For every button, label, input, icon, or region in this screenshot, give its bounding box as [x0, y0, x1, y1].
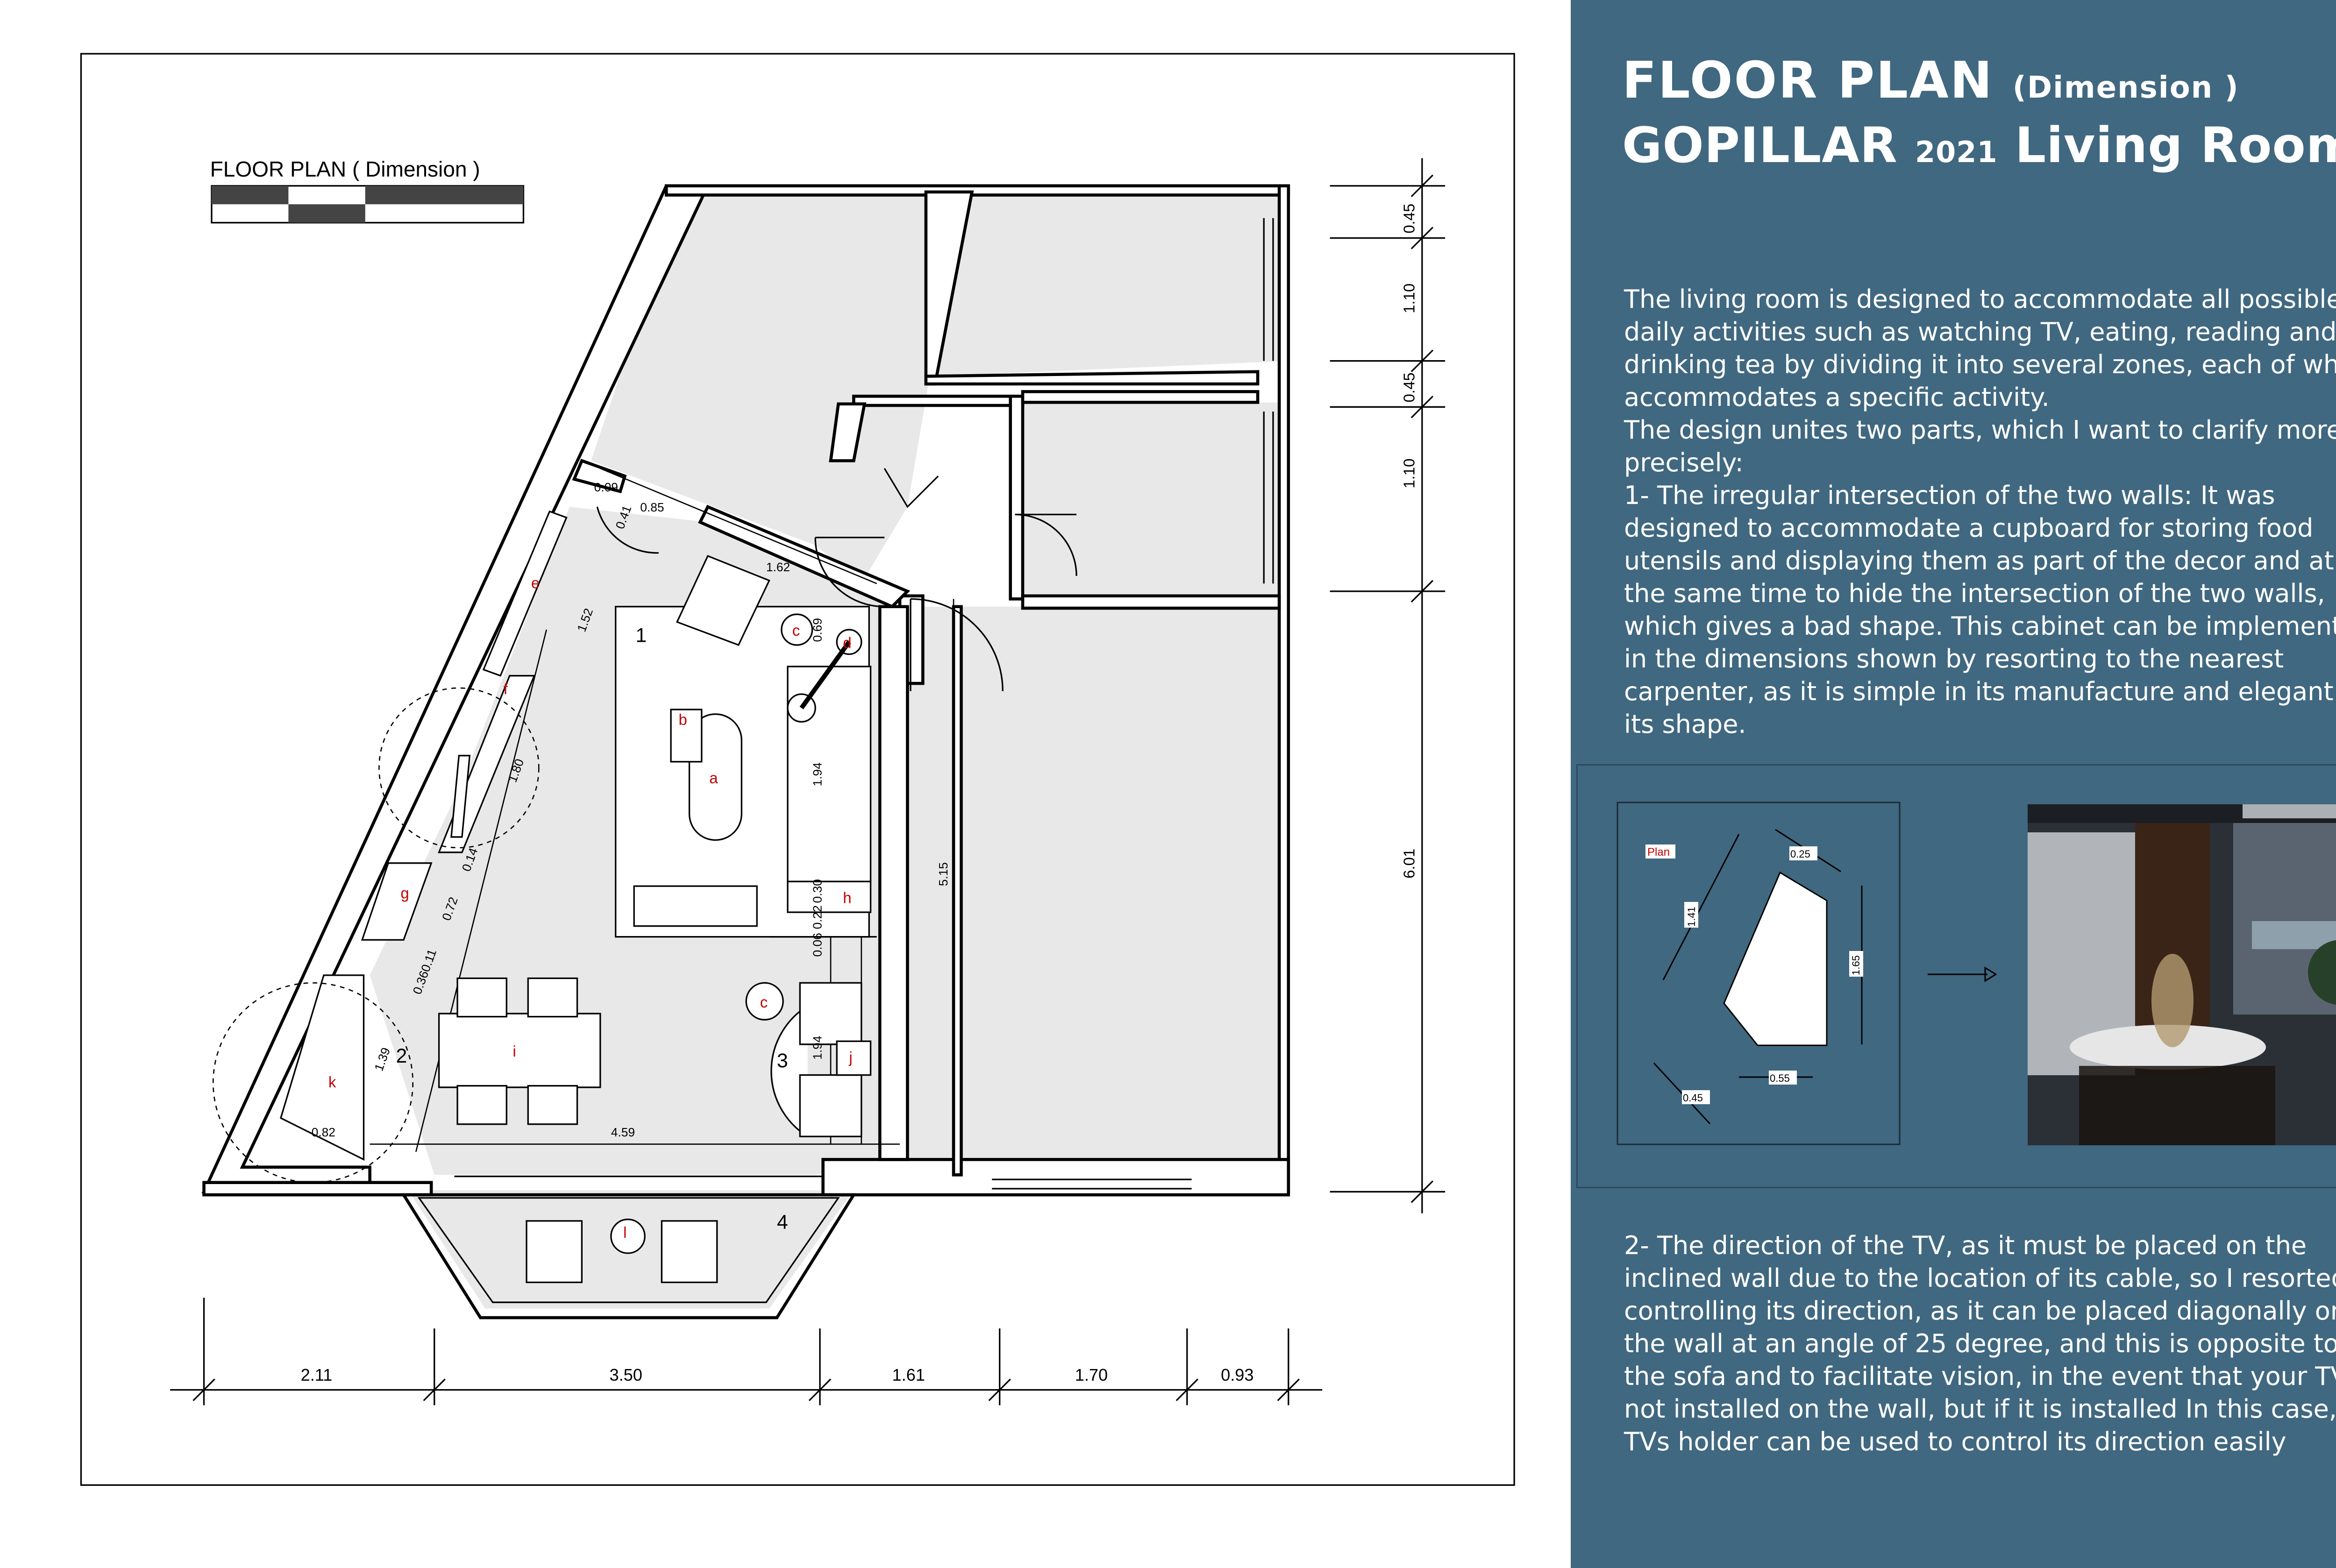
dim-030: 0.30: [810, 879, 824, 903]
room-name: Living Room: [2015, 117, 2336, 174]
paragraph-tv: 2- The direction of the TV, as it must b…: [1624, 1231, 2336, 1456]
zone-label-1: 1: [635, 624, 647, 646]
dim-bottom-211: 2.11: [301, 1365, 333, 1384]
dim-082: 0.82: [312, 1125, 335, 1139]
furniture-label-d: d: [843, 634, 851, 652]
dim-right-110a: 1.10: [1400, 284, 1417, 313]
furniture-label-c2: c: [760, 993, 768, 1011]
arrow-icon: [1928, 966, 1997, 982]
paragraph-design: The design unites two parts, which I wan…: [1624, 415, 2336, 477]
furniture-label-e: e: [531, 574, 540, 591]
floor-plan-drawing: FLOOR PLAN ( Dimension ): [80, 53, 1515, 1486]
dim-bottom-093: 0.93: [1221, 1365, 1253, 1384]
furniture-label-b: b: [678, 711, 687, 728]
furniture-label-k: k: [328, 1073, 336, 1091]
page-title: FLOOR PLAN (Dimension ): [1622, 51, 2239, 110]
title-sub: (Dimension ): [2012, 71, 2239, 105]
project-year: 2021: [1915, 135, 1998, 169]
cabinet-dim-141: 1.41: [1686, 907, 1697, 927]
dim-bottom-161: 1.61: [892, 1365, 925, 1384]
dim-bottom-170: 1.70: [1075, 1365, 1108, 1384]
cabinet-dim-025: 0.25: [1790, 848, 1810, 860]
doors: [596, 468, 1077, 691]
dim-069: 0.69: [810, 618, 824, 642]
paragraph-intro: The living room is designed to accommoda…: [1624, 284, 2336, 412]
dim-162: 1.62: [766, 560, 790, 574]
zone-label-4: 4: [777, 1211, 788, 1233]
windows: [454, 218, 1274, 1190]
paragraph-cabinet: 1- The irregular intersection of the two…: [1624, 481, 2336, 739]
furniture-label-g: g: [400, 884, 409, 901]
dim-right-045a: 0.45: [1400, 204, 1417, 234]
title-main: FLOOR PLAN: [1622, 51, 1994, 110]
furniture-label-l: l: [623, 1224, 627, 1241]
furniture-label-h: h: [843, 889, 851, 906]
scale-bar: [211, 185, 525, 224]
dim-right-045b: 0.45: [1400, 372, 1417, 402]
interior-render-illustration: [2028, 804, 2336, 1145]
bottom-dimension-chain: [170, 1298, 1323, 1405]
dim-bottom-350: 3.50: [610, 1365, 642, 1384]
furniture-label-c1: c: [792, 622, 800, 639]
plan-title: FLOOR PLAN ( Dimension ): [210, 157, 480, 181]
cabinet-dim-055: 0.55: [1770, 1072, 1790, 1084]
tv-zones: [212, 687, 540, 1184]
dim-194a: 1.94: [810, 762, 824, 786]
cabinet-dim-165: 1.65: [1850, 955, 1862, 975]
dim-194b: 1.94: [810, 1036, 824, 1060]
dim-009: 0.09: [594, 480, 618, 494]
dim-022: 0.22: [810, 905, 824, 929]
furniture-label-j: j: [848, 1049, 852, 1066]
description-text-2: 2- The direction of the TV, as it must b…: [1624, 1229, 2336, 1458]
dim-459: 4.59: [611, 1125, 635, 1139]
dim-085: 0.85: [640, 500, 664, 514]
description-panel: [1571, 0, 2336, 1568]
furniture-label-a: a: [709, 769, 718, 787]
cabinet-plan-label: Plan: [1647, 846, 1670, 858]
cabinet-dim-045: 0.45: [1683, 1092, 1703, 1104]
cabinet-detail-box: [1576, 764, 2336, 1188]
dim-right-110b: 1.10: [1400, 459, 1417, 489]
dim-right-601: 6.01: [1400, 849, 1417, 879]
dim-515: 5.15: [936, 862, 950, 886]
page-subtitle: GOPILLAR 2021 Living Room: [1622, 117, 2336, 174]
cabinet-plan-diagram: Plan 0.25 1.41 1.65 0.55 0.45: [1617, 802, 1901, 1145]
description-text-1: The living room is designed to accommoda…: [1624, 283, 2336, 741]
furniture-label-i: i: [513, 1043, 516, 1060]
furniture-label-f: f: [504, 680, 508, 697]
furniture: [279, 510, 877, 1284]
render-image: [2028, 804, 2336, 1145]
right-dimension-chain: [1330, 158, 1446, 1213]
zone-label-3: 3: [777, 1050, 788, 1072]
zone-label-2: 2: [396, 1045, 407, 1067]
dim-006: 0.06: [810, 933, 824, 957]
brand-name: GOPILLAR: [1622, 117, 1898, 174]
walls: [201, 184, 1290, 1320]
